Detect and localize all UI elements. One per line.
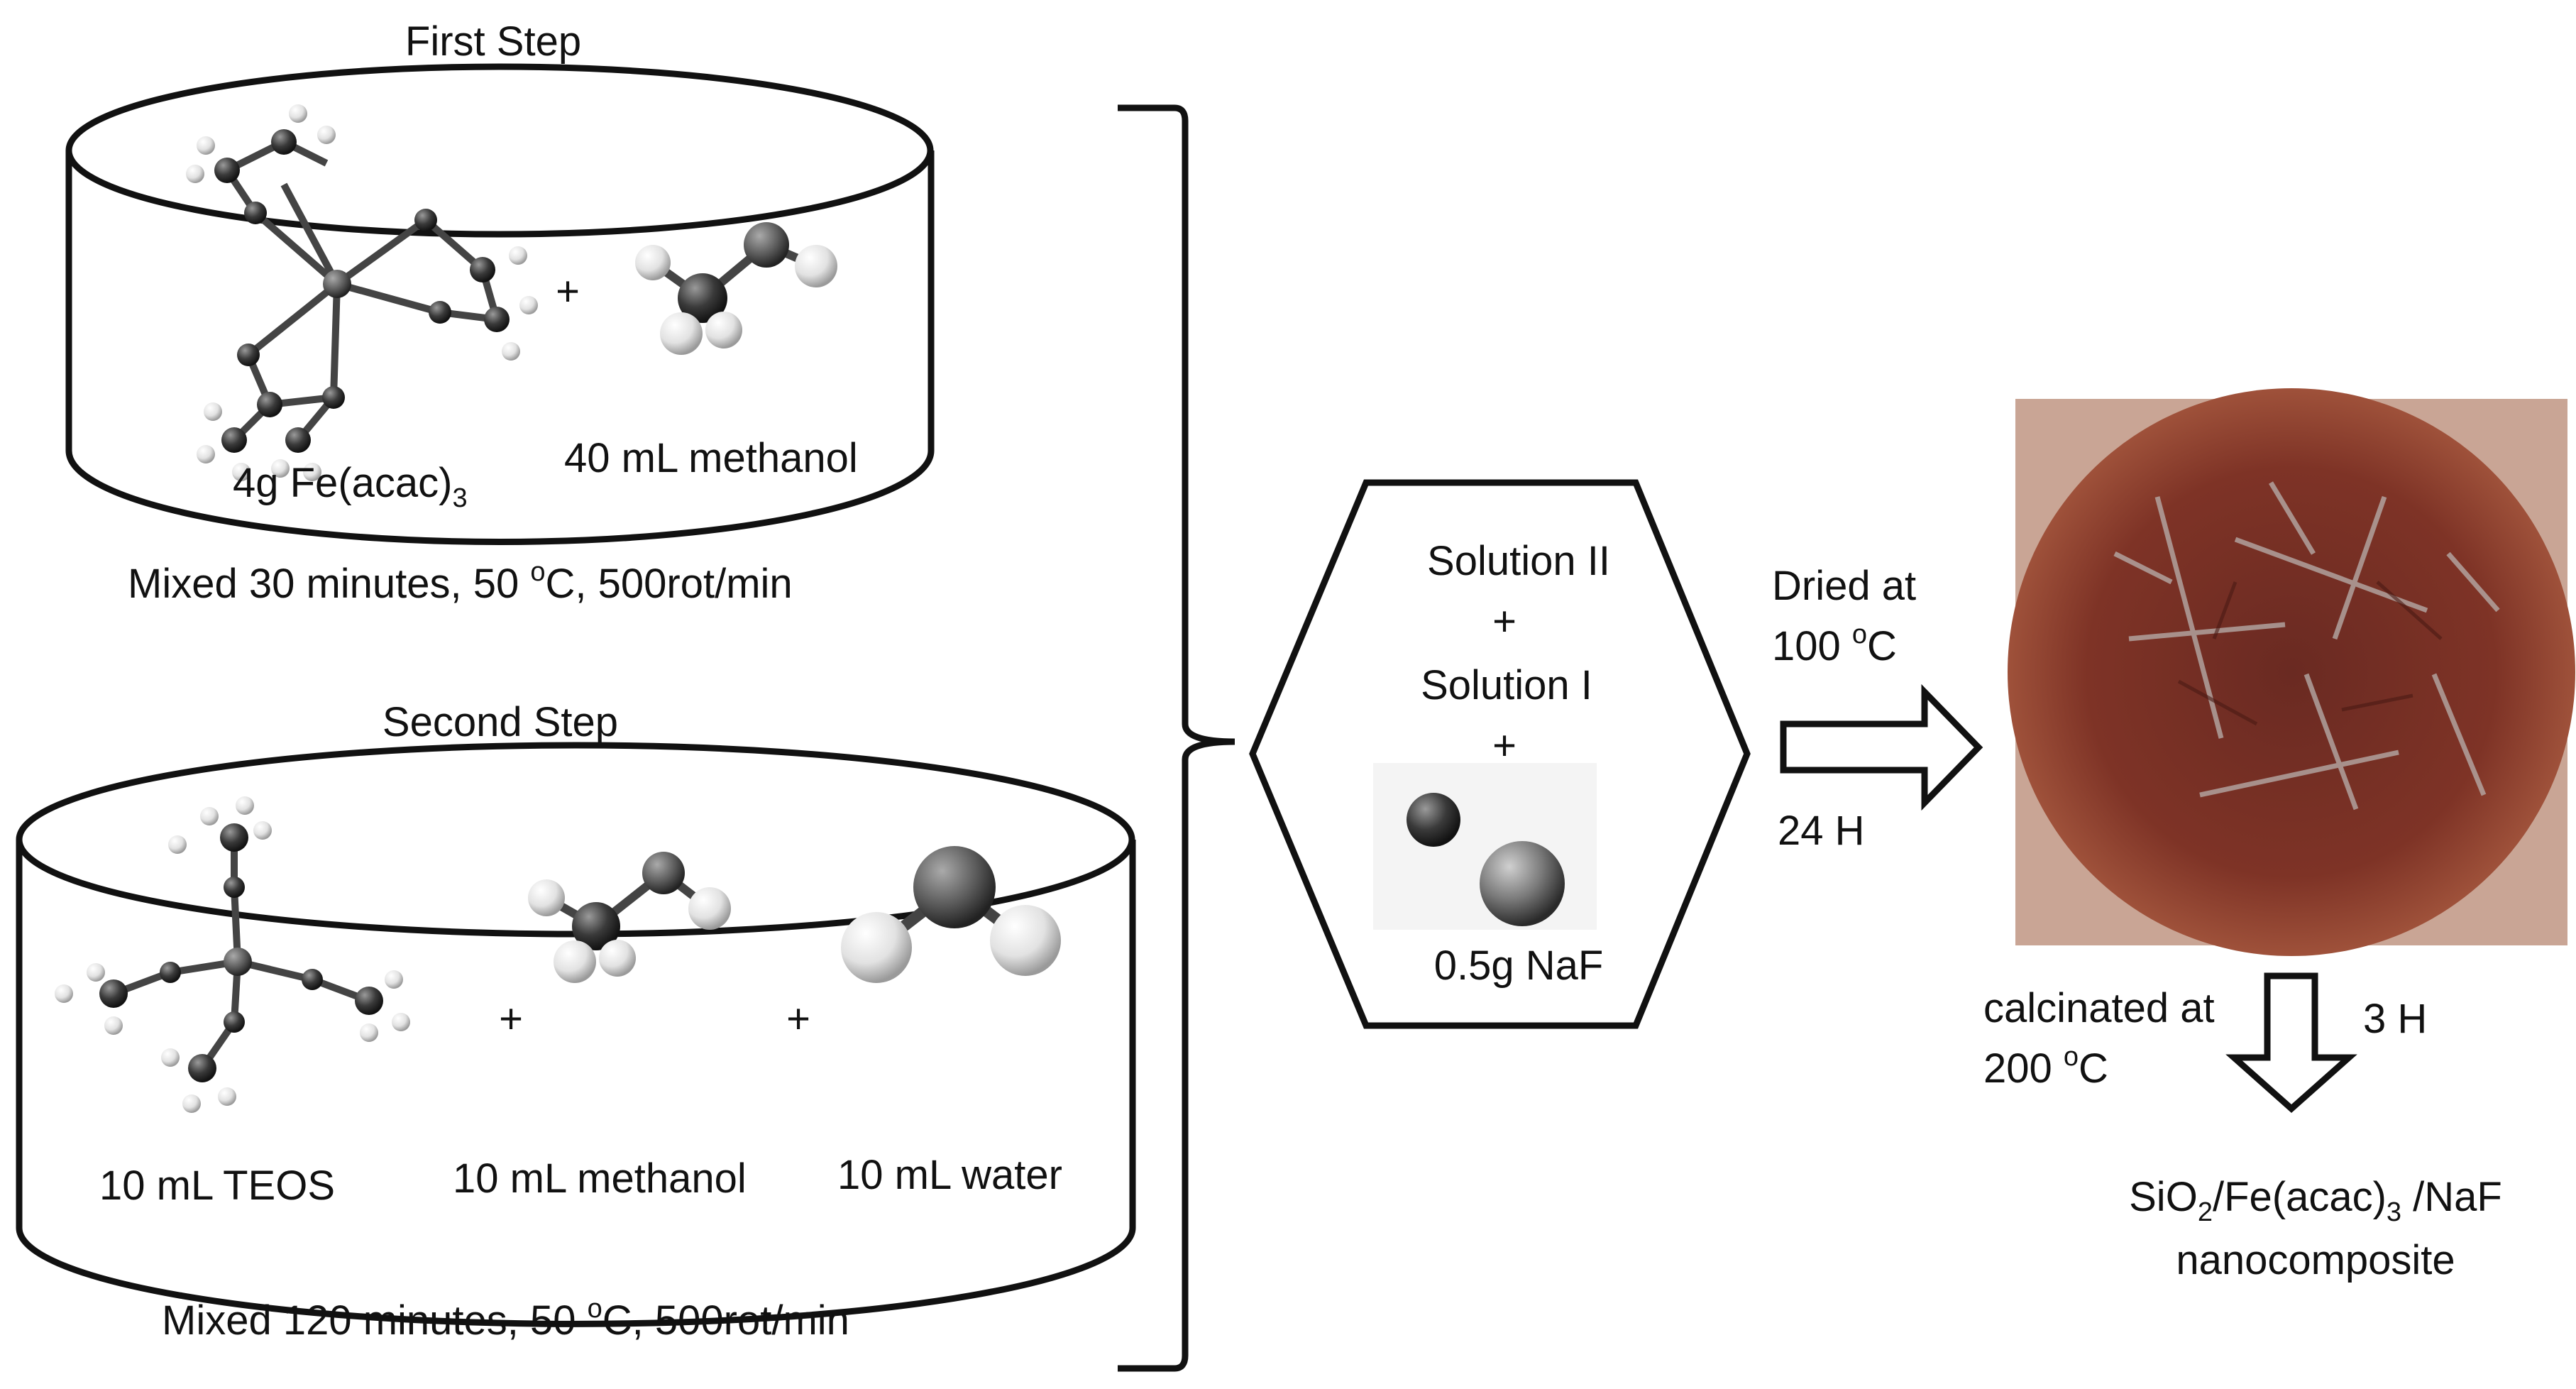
first-step-title: First Step [405, 18, 581, 65]
methanol-label-2: 10 mL methanol [453, 1155, 747, 1202]
second-step-plus-1: + [499, 996, 523, 1042]
mixing-plus-2: + [1492, 723, 1517, 769]
water-molecule [841, 846, 1061, 983]
first-step-beaker [65, 63, 935, 545]
drying-label-1: Dried at [1772, 563, 1916, 609]
second-step-conditions: Mixed 120 minutes, 50 oC, 500rot/min [162, 1294, 849, 1344]
methanol-molecule-1 [635, 222, 837, 355]
mixing-plus-1: + [1492, 598, 1517, 644]
water-label: 10 mL water [837, 1152, 1062, 1198]
methanol-molecule-2 [528, 852, 731, 983]
combine-bracket [1118, 104, 1235, 1372]
product-photo [2008, 388, 2575, 956]
product-name: nanocomposite [2176, 1237, 2455, 1283]
second-step-plus-2: + [786, 996, 810, 1042]
calcination-label-2: 200 oC [1983, 1042, 2108, 1092]
drying-duration: 24 H [1778, 808, 1865, 854]
first-step-plus: + [556, 268, 580, 314]
drying-arrow [1780, 683, 1983, 811]
naf-label: 0.5g NaF [1434, 943, 1604, 989]
second-step-beaker [16, 742, 1136, 1327]
calcination-arrow [2225, 972, 2357, 1114]
methanol-label-1: 40 mL methanol [564, 435, 858, 481]
drying-label-2: 100 oC [1772, 620, 1897, 669]
solution-ii-label: Solution II [1427, 538, 1610, 584]
fe-acac3-label: 4g Fe(acac)3 [233, 460, 468, 513]
calcination-label-1: calcinated at [1983, 985, 2215, 1031]
product-formula: SiO2/Fe(acac)3 /NaF [2129, 1174, 2502, 1227]
second-step-title: Second Step [382, 699, 618, 745]
fe-acac3-atoms [186, 104, 538, 481]
calcination-duration: 3 H [2363, 996, 2427, 1042]
naf-molecule [1373, 763, 1597, 930]
solution-i-label: Solution I [1421, 662, 1592, 708]
first-step-conditions: Mixed 30 minutes, 50 oC, 500rot/min [128, 557, 793, 607]
teos-atoms [55, 796, 410, 1113]
teos-label: 10 mL TEOS [99, 1163, 335, 1209]
